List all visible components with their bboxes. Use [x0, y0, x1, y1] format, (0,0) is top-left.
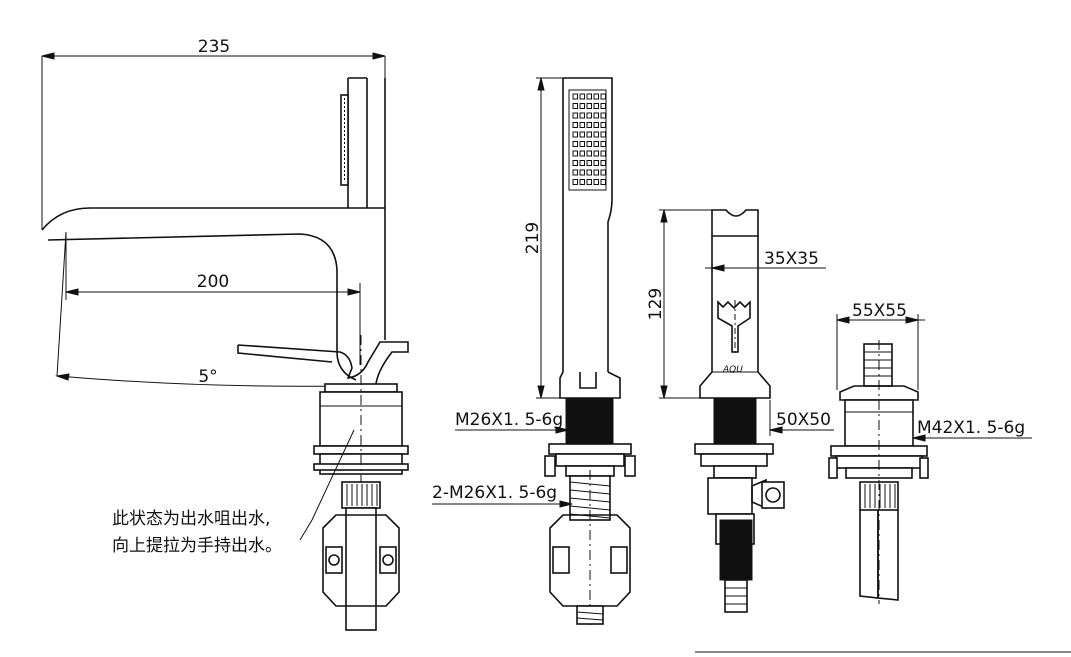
nozzle	[586, 112, 592, 119]
nozzle	[593, 122, 599, 128]
note-line-1: 此状态为出水咀出水,	[112, 509, 270, 529]
nozzle	[572, 169, 578, 176]
nozzle	[572, 179, 578, 185]
nozzle	[586, 93, 592, 100]
nozzle	[572, 160, 578, 166]
valve-view: 55X55 M42X1. 5-6g	[828, 301, 1032, 604]
nozzle	[572, 141, 578, 147]
nozzle	[600, 131, 606, 138]
nozzle	[586, 150, 592, 157]
nozzle	[600, 93, 606, 100]
nozzle	[593, 131, 599, 138]
nozzle	[593, 93, 599, 100]
nozzle	[572, 103, 578, 109]
nozzle	[579, 122, 585, 128]
nozzle	[579, 141, 585, 147]
spout-view: 235 200 5°	[41, 37, 409, 631]
nozzle	[572, 122, 578, 128]
nozzle	[593, 160, 599, 166]
note-line-2: 向上提拉为手持出水。	[112, 536, 282, 556]
dim-valve-thread: M42X1. 5-6g	[917, 418, 1025, 438]
dim-spout-reach: 200	[197, 272, 229, 292]
dim-handshower-length: 219	[523, 222, 543, 254]
nozzle	[579, 112, 585, 119]
nozzle	[579, 93, 585, 100]
nozzle	[572, 131, 578, 138]
dim-diverter-height: 129	[646, 288, 666, 320]
nozzle	[579, 131, 585, 138]
handshower-view: 219 M26X1. 5-6g	[432, 77, 636, 625]
nozzle	[600, 179, 606, 185]
nozzle	[600, 150, 606, 157]
nozzle	[579, 160, 585, 166]
nozzle	[579, 103, 585, 109]
nozzle	[600, 169, 606, 176]
dim-valve-size: 55X55	[852, 301, 907, 321]
nozzle	[593, 169, 599, 176]
nozzle	[579, 169, 585, 176]
nozzle	[586, 103, 592, 109]
dim-hose-thread: 2-M26X1. 5-6g	[432, 483, 557, 503]
nozzle	[586, 179, 592, 185]
nozzle	[593, 103, 599, 109]
nozzle	[593, 112, 599, 119]
nozzle	[600, 141, 606, 147]
nozzle	[572, 150, 578, 157]
nozzle	[586, 122, 592, 128]
dim-total-length: 235	[198, 37, 230, 57]
nozzle	[586, 131, 592, 138]
dim-diverter-top: 35X35	[764, 249, 819, 269]
nozzle	[600, 103, 606, 109]
brand-logo: AQU	[722, 365, 743, 375]
nozzle	[579, 179, 585, 185]
nozzle	[593, 179, 599, 185]
dim-spout-angle: 5°	[198, 367, 217, 387]
nozzle	[593, 141, 599, 147]
nozzle	[572, 93, 578, 100]
nozzle	[600, 122, 606, 128]
diverter-view: 129 35X35 AQU 50X50	[646, 209, 834, 613]
nozzle	[593, 150, 599, 157]
dim-handshower-thread: M26X1. 5-6g	[455, 410, 563, 430]
nozzle	[600, 112, 606, 119]
spray-nozzles	[572, 93, 606, 185]
nozzle	[586, 160, 592, 166]
nozzle	[586, 141, 592, 147]
nozzle	[579, 150, 585, 157]
nozzle	[586, 169, 592, 176]
nozzle	[600, 160, 606, 166]
nozzle	[572, 112, 578, 119]
dim-diverter-base: 50X50	[776, 410, 831, 430]
